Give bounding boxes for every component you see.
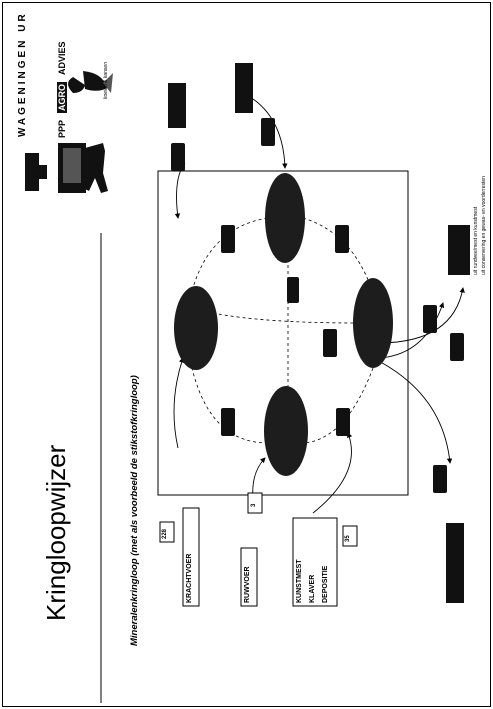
legend-box xyxy=(448,225,470,275)
krachtvoer-label: KRACHTVOER xyxy=(186,554,193,603)
klaver-label: KLAVER xyxy=(309,575,316,603)
ellipse-top xyxy=(265,173,305,263)
page-title: Kringloopwijzer xyxy=(41,445,72,621)
kunstmest-label: KUNSTMEST xyxy=(296,559,303,603)
legend-line-1: uit rundvee/mest en kunstmest xyxy=(473,207,479,275)
ellipse-right xyxy=(353,278,393,368)
wageningen-logo xyxy=(25,143,108,193)
advies-text: ADVIES xyxy=(57,41,67,75)
ppp-text: PPP xyxy=(57,120,67,138)
page-subtitle: Mineralenkringloop (met als voorbeeld de… xyxy=(129,375,140,646)
ruwvoer-label: RUWVOER xyxy=(244,566,251,603)
small-boxes xyxy=(171,118,464,493)
krachtvoer-value: 228 xyxy=(162,529,168,539)
koeien-text: koeien & kansen xyxy=(103,62,109,99)
ellipse-left xyxy=(174,286,218,370)
agro-text: AGRO xyxy=(57,82,67,113)
ruwvoer-value: 3 xyxy=(251,504,257,507)
flow-arrows xyxy=(174,93,463,513)
ellipse-bottom xyxy=(264,386,308,476)
depositie-label: DEPOSITIE xyxy=(322,566,329,603)
legend-line-2: uit conservering en gewas- en voorderres… xyxy=(481,176,487,275)
wageningen-text: WAGENINGEN UR xyxy=(17,11,28,137)
kunstmest-value: 35 xyxy=(345,535,351,542)
